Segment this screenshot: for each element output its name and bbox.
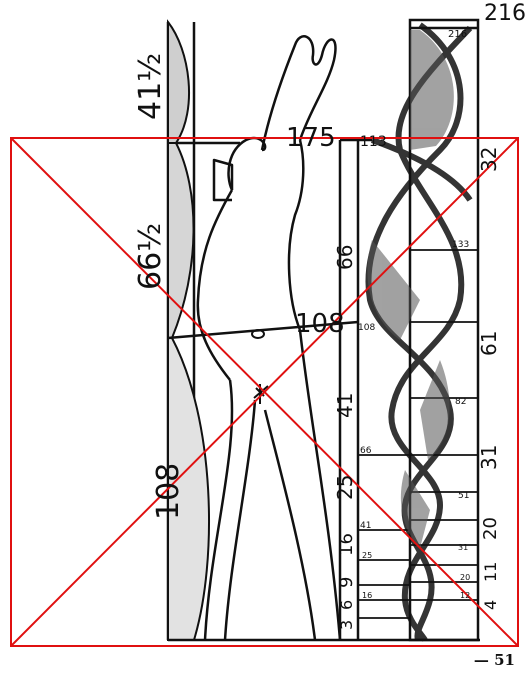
blue-scale-value-32: 32 — [477, 147, 501, 172]
head-segment-label: 41½ — [133, 53, 168, 120]
blue-scale-value-31: 31 — [477, 445, 501, 470]
page-number: — 51 — [474, 651, 515, 669]
red-scale-value-9: 9 — [336, 577, 357, 588]
red-scale-value-25: 25 — [333, 475, 357, 500]
blue-mark-12: 12 — [460, 591, 470, 600]
blue-scale-value-61: 61 — [477, 331, 501, 356]
red-scale-top-label: 113 — [360, 134, 387, 150]
red-scale-value-3: 3 — [337, 620, 356, 630]
red-scale-value-16: 16 — [336, 533, 357, 556]
blue-mark-20: 20 — [460, 573, 470, 582]
blue-mark-82: 82 — [455, 397, 466, 407]
blue-mark-41: 41 — [360, 521, 371, 531]
red-scale-value-41: 41 — [333, 393, 357, 418]
red-scale-value-6: 6 — [337, 600, 356, 610]
blue-mark-66: 66 — [360, 446, 372, 456]
blue-mark-108: 108 — [358, 323, 375, 333]
red-scale-rod — [340, 140, 372, 640]
blue-mark-133: 133 — [452, 240, 469, 250]
red-scale-value-66: 66 — [333, 245, 357, 270]
navel-height-label: 108 — [295, 309, 345, 339]
left-bar-curve-top — [168, 22, 189, 143]
height-label: 175 — [286, 123, 336, 153]
top-right-label: 216 — [484, 1, 526, 26]
blue-scale-value-4: 4 — [481, 600, 500, 610]
blue-scale-value-11: 11 — [481, 562, 500, 582]
lower-segment-label: 108 — [151, 463, 186, 520]
blue-mark-16: 16 — [362, 591, 372, 600]
blue-scale-top-label: 216 — [448, 29, 467, 40]
blue-mark-51: 51 — [458, 491, 469, 501]
blue-mark-25: 25 — [362, 551, 372, 560]
blue-mark-31: 31 — [458, 543, 468, 552]
upper-segment-label: 66½ — [133, 223, 168, 290]
blue-scale-value-20: 20 — [480, 517, 501, 540]
